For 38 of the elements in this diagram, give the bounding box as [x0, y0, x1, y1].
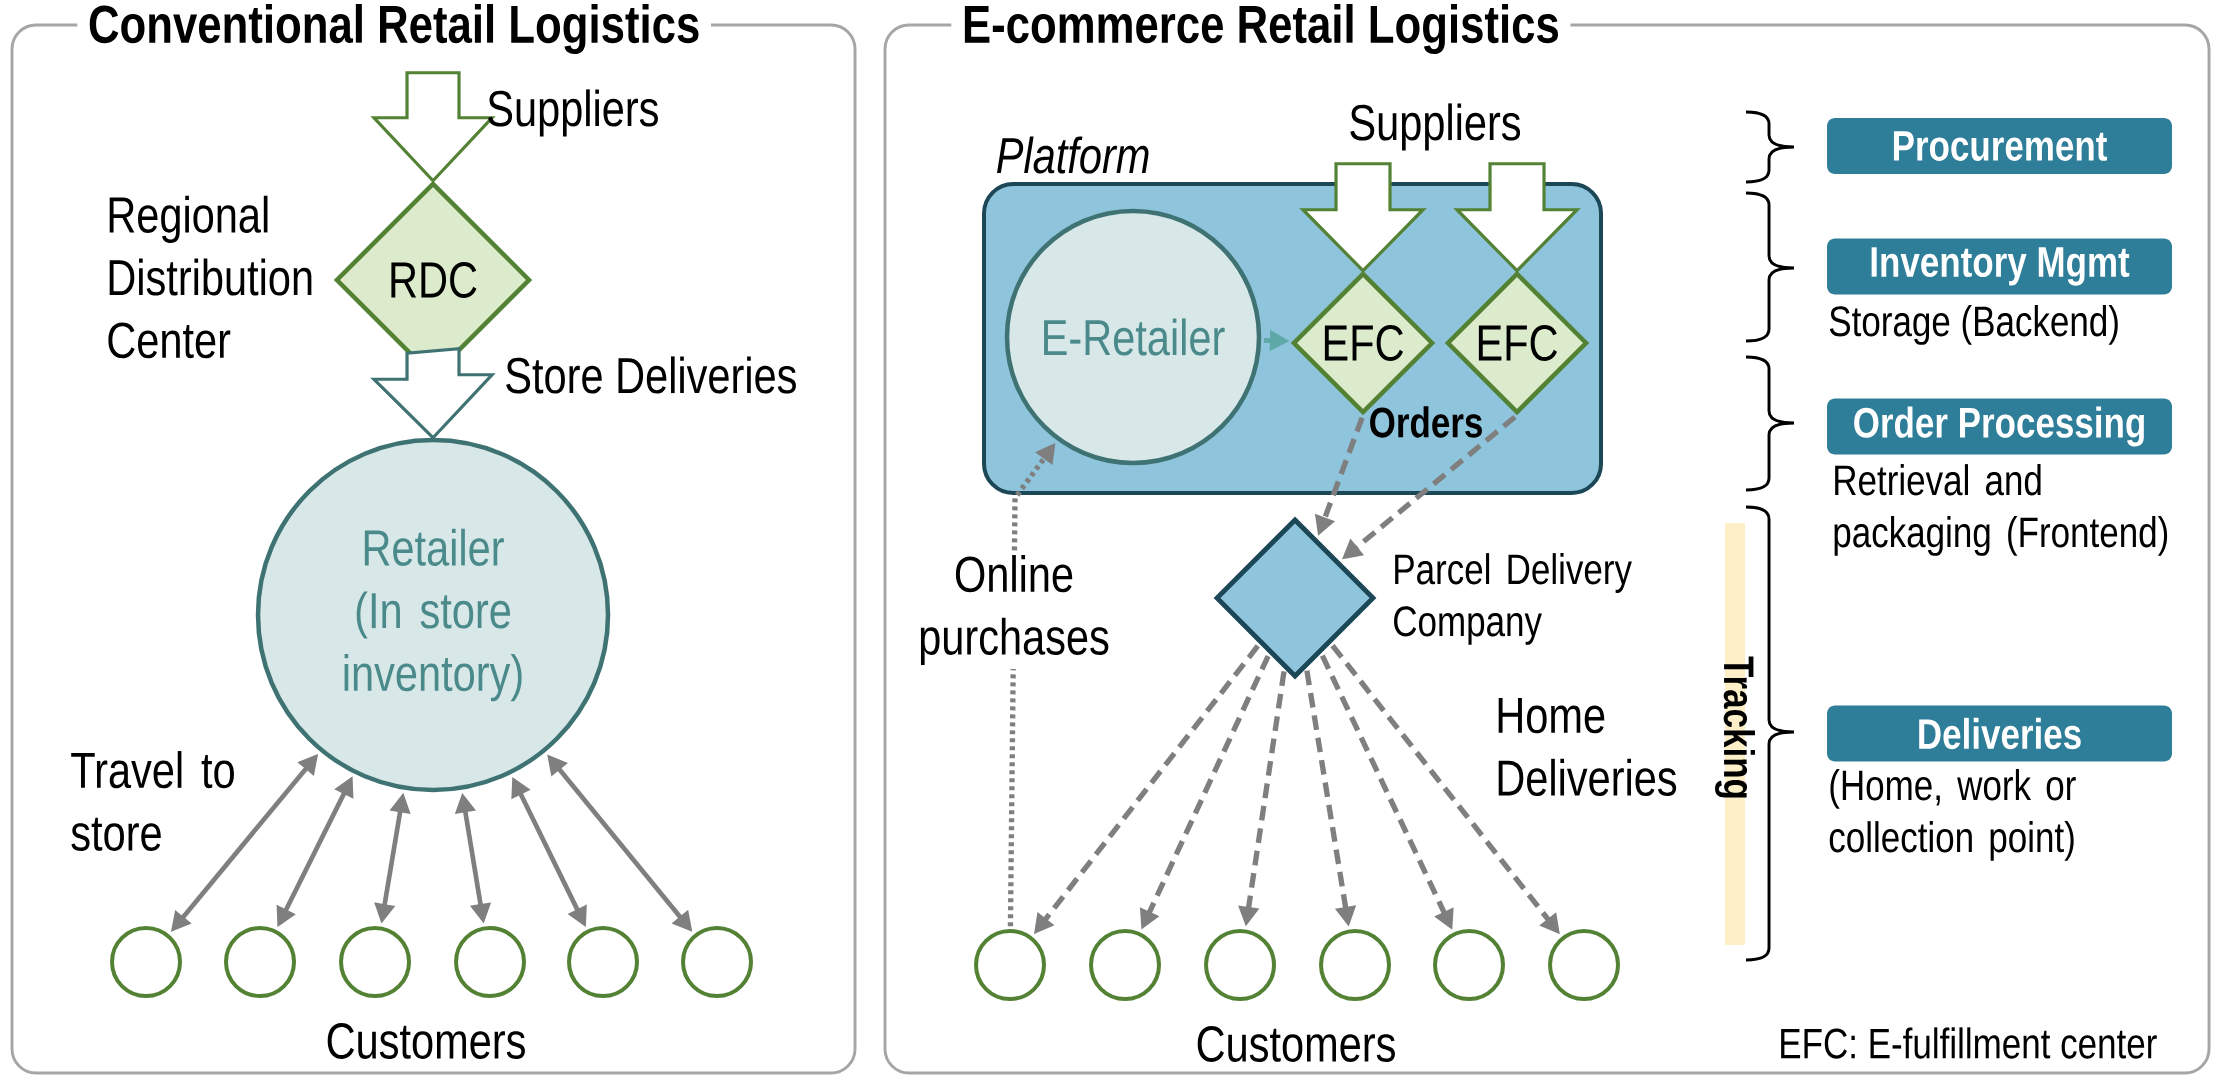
customer-circle: [224, 926, 296, 998]
tracking-bar: Tracking: [1715, 523, 1755, 945]
block-arrow: [1453, 162, 1581, 273]
block-arrow: [370, 71, 496, 184]
stage-box: Deliveries: [1827, 705, 2172, 762]
node-caption: Storage (Backend): [1829, 305, 2118, 345]
text-label: Suppliers: [1350, 103, 1521, 151]
customer-circle: [1089, 929, 1161, 1001]
text-label: Home Deliveries: [1498, 698, 1677, 796]
node-caption: Retrieval and packaging (Frontend): [1834, 464, 2168, 556]
customer-circle: [974, 929, 1046, 1001]
node-caption: (Home, work or collection point): [1829, 769, 2076, 861]
customer-circle: [1548, 929, 1620, 1001]
edge-label: Store Deliveries: [500, 352, 802, 398]
customer-circle: [339, 926, 411, 998]
customer-circle: [454, 926, 526, 998]
block-arrow: [1299, 162, 1427, 273]
stage-box: Procurement: [1827, 118, 2172, 174]
text-label: Suppliers: [488, 89, 658, 137]
customer-circle: [1319, 929, 1391, 1001]
customer-circle: [681, 926, 753, 998]
edge-label: Online purchases: [910, 551, 1118, 669]
node-caption: Parcel Delivery Company: [1394, 553, 1632, 645]
customer-circle: [110, 926, 182, 998]
stage-box: Inventory Mgmt: [1827, 238, 2172, 295]
block-arrow: [370, 347, 496, 441]
text-label: EFC: E-fulfillment center: [1781, 1027, 2157, 1059]
panel-title: Conventional Retail Logistics: [77, 4, 711, 54]
node-caption: Regional Distribution Center: [108, 195, 312, 359]
text-label: Customers: [327, 1023, 525, 1059]
customer-circle: [1204, 929, 1276, 1001]
text-label: Customers: [1197, 1026, 1395, 1062]
customer-circle: [567, 926, 639, 998]
panel-title: E-commerce Retail Logistics: [951, 4, 1571, 54]
stage-box: Order Processing: [1827, 398, 2172, 455]
platform-label: Platform: [997, 136, 1149, 174]
customer-circle: [1433, 929, 1505, 1001]
text-label: Travel to store: [71, 751, 234, 851]
